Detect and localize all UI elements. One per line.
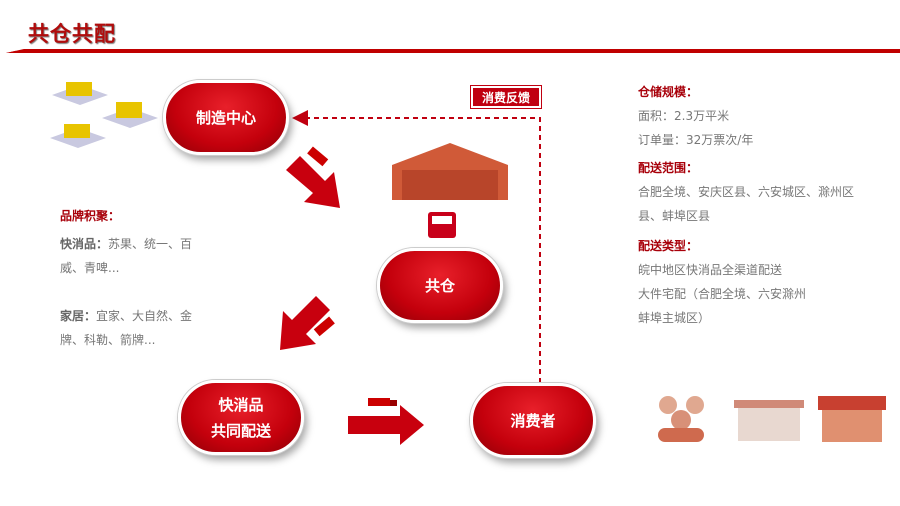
brands-panel: 品牌积聚： 快消品：苏果、统一、百 威、青啤... 家居：宜家、大自然、金 牌、… bbox=[60, 204, 210, 352]
home-brands: 宜家、大自然、金 bbox=[96, 309, 193, 323]
range-text-cont: 县、蚌埠区县 bbox=[638, 209, 711, 223]
factory-icon bbox=[50, 82, 158, 148]
warehouse-icon bbox=[392, 143, 508, 238]
brands-heading: 品牌积聚： bbox=[60, 209, 121, 223]
info-panel: 仓储规模： 面积：2.3万平米 订单量：32万票次/年 配送范围： 合肥全境、安… bbox=[638, 80, 888, 330]
type-text: 大件宅配（合肥全境、六安滁州 bbox=[638, 287, 807, 301]
manufacturing-center-node[interactable]: 制造中心 bbox=[163, 80, 289, 155]
store-icon bbox=[734, 400, 804, 441]
truck-icon bbox=[368, 398, 397, 406]
arrow-down-left-icon bbox=[280, 296, 330, 350]
shared-warehouse-node[interactable]: 共仓 bbox=[377, 248, 503, 323]
home-brands-cont: 牌、科勒、箭牌... bbox=[60, 333, 156, 347]
consumer-node[interactable]: 消费者 bbox=[470, 383, 596, 458]
fmcg-brands-cont: 威、青啤... bbox=[60, 261, 120, 275]
page-title: 共仓共配 bbox=[28, 22, 116, 46]
feedback-label: 消费反馈 bbox=[471, 86, 541, 108]
joint-delivery-node[interactable]: 快消品 共同配送 bbox=[178, 380, 304, 455]
type-text: 皖中地区快消品全渠道配送 bbox=[638, 263, 783, 277]
arrow-down-right-icon bbox=[286, 156, 340, 208]
truck-icon bbox=[313, 316, 335, 337]
node-label: 共同配送 bbox=[210, 421, 271, 440]
area-text: 面积：2.3万平米 bbox=[638, 109, 730, 123]
range-text: 合肥全境、安庆区县、六安城区、滁州区 bbox=[638, 185, 855, 199]
people-icon bbox=[658, 396, 704, 442]
type-heading: 配送类型： bbox=[638, 239, 699, 253]
type-text: 蚌埠主城区） bbox=[638, 311, 711, 325]
feedback-dashed-line bbox=[292, 110, 541, 383]
arrow-right-icon bbox=[348, 405, 424, 445]
range-heading: 配送范围： bbox=[638, 161, 699, 175]
node-label: 快消品 bbox=[218, 395, 264, 414]
home-label: 家居： bbox=[60, 309, 97, 323]
shop-icon bbox=[818, 396, 886, 442]
orders-text: 订单量：32万票次/年 bbox=[638, 133, 754, 147]
truck-icon bbox=[307, 146, 329, 167]
fmcg-brands: 苏果、统一、百 bbox=[108, 237, 193, 251]
fmcg-label: 快消品： bbox=[60, 237, 109, 251]
scale-heading: 仓储规模： bbox=[638, 85, 699, 99]
